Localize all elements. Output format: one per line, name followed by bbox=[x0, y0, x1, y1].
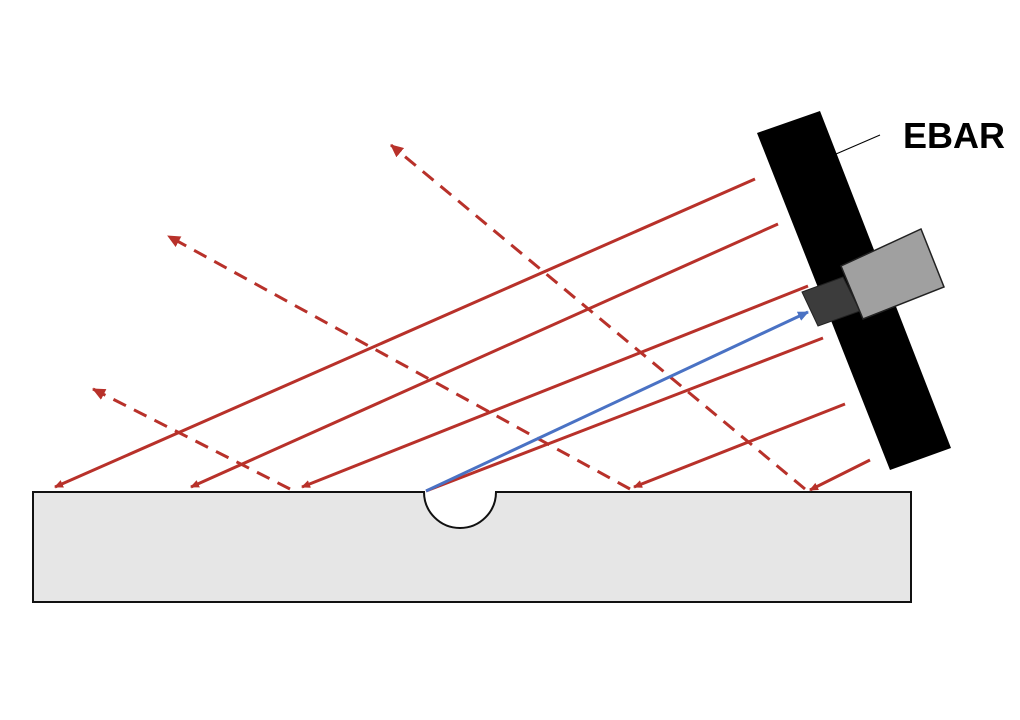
return-ray bbox=[425, 310, 809, 493]
incident-ray bbox=[425, 336, 824, 493]
reflected-ray bbox=[167, 234, 631, 491]
incident-ray bbox=[54, 177, 756, 489]
incident-rays bbox=[54, 177, 871, 493]
reflected-ray bbox=[92, 387, 291, 491]
camera-body bbox=[840, 227, 945, 320]
surface-block bbox=[32, 491, 912, 603]
reflected-ray bbox=[390, 143, 806, 491]
label-leader-line bbox=[835, 134, 881, 155]
incident-ray bbox=[190, 222, 779, 489]
ebar-label: EBAR bbox=[903, 115, 1005, 156]
incident-ray bbox=[301, 284, 809, 489]
incident-ray bbox=[809, 458, 871, 492]
reflected-rays bbox=[92, 143, 806, 491]
incident-ray bbox=[633, 402, 846, 489]
